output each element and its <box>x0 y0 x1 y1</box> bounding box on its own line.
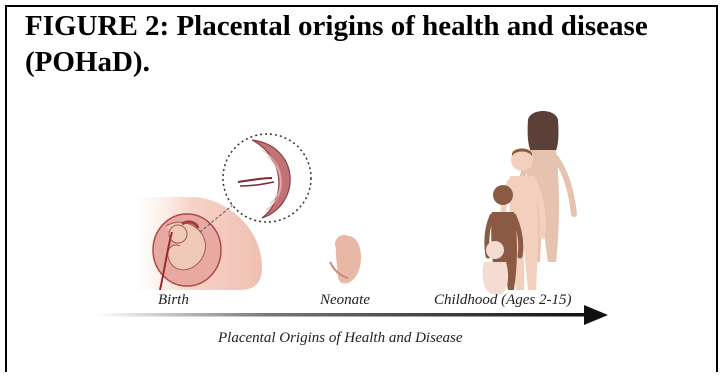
stage-label-birth: Birth <box>158 292 189 309</box>
childhood-figures-illustration <box>482 111 574 294</box>
stage-label-neonate: Neonate <box>320 292 370 309</box>
stage-label-childhood: Childhood (Ages 2-15) <box>434 292 571 309</box>
timeline-caption: Placental Origins of Health and Disease <box>218 330 463 347</box>
neonate-illustration <box>330 235 361 284</box>
